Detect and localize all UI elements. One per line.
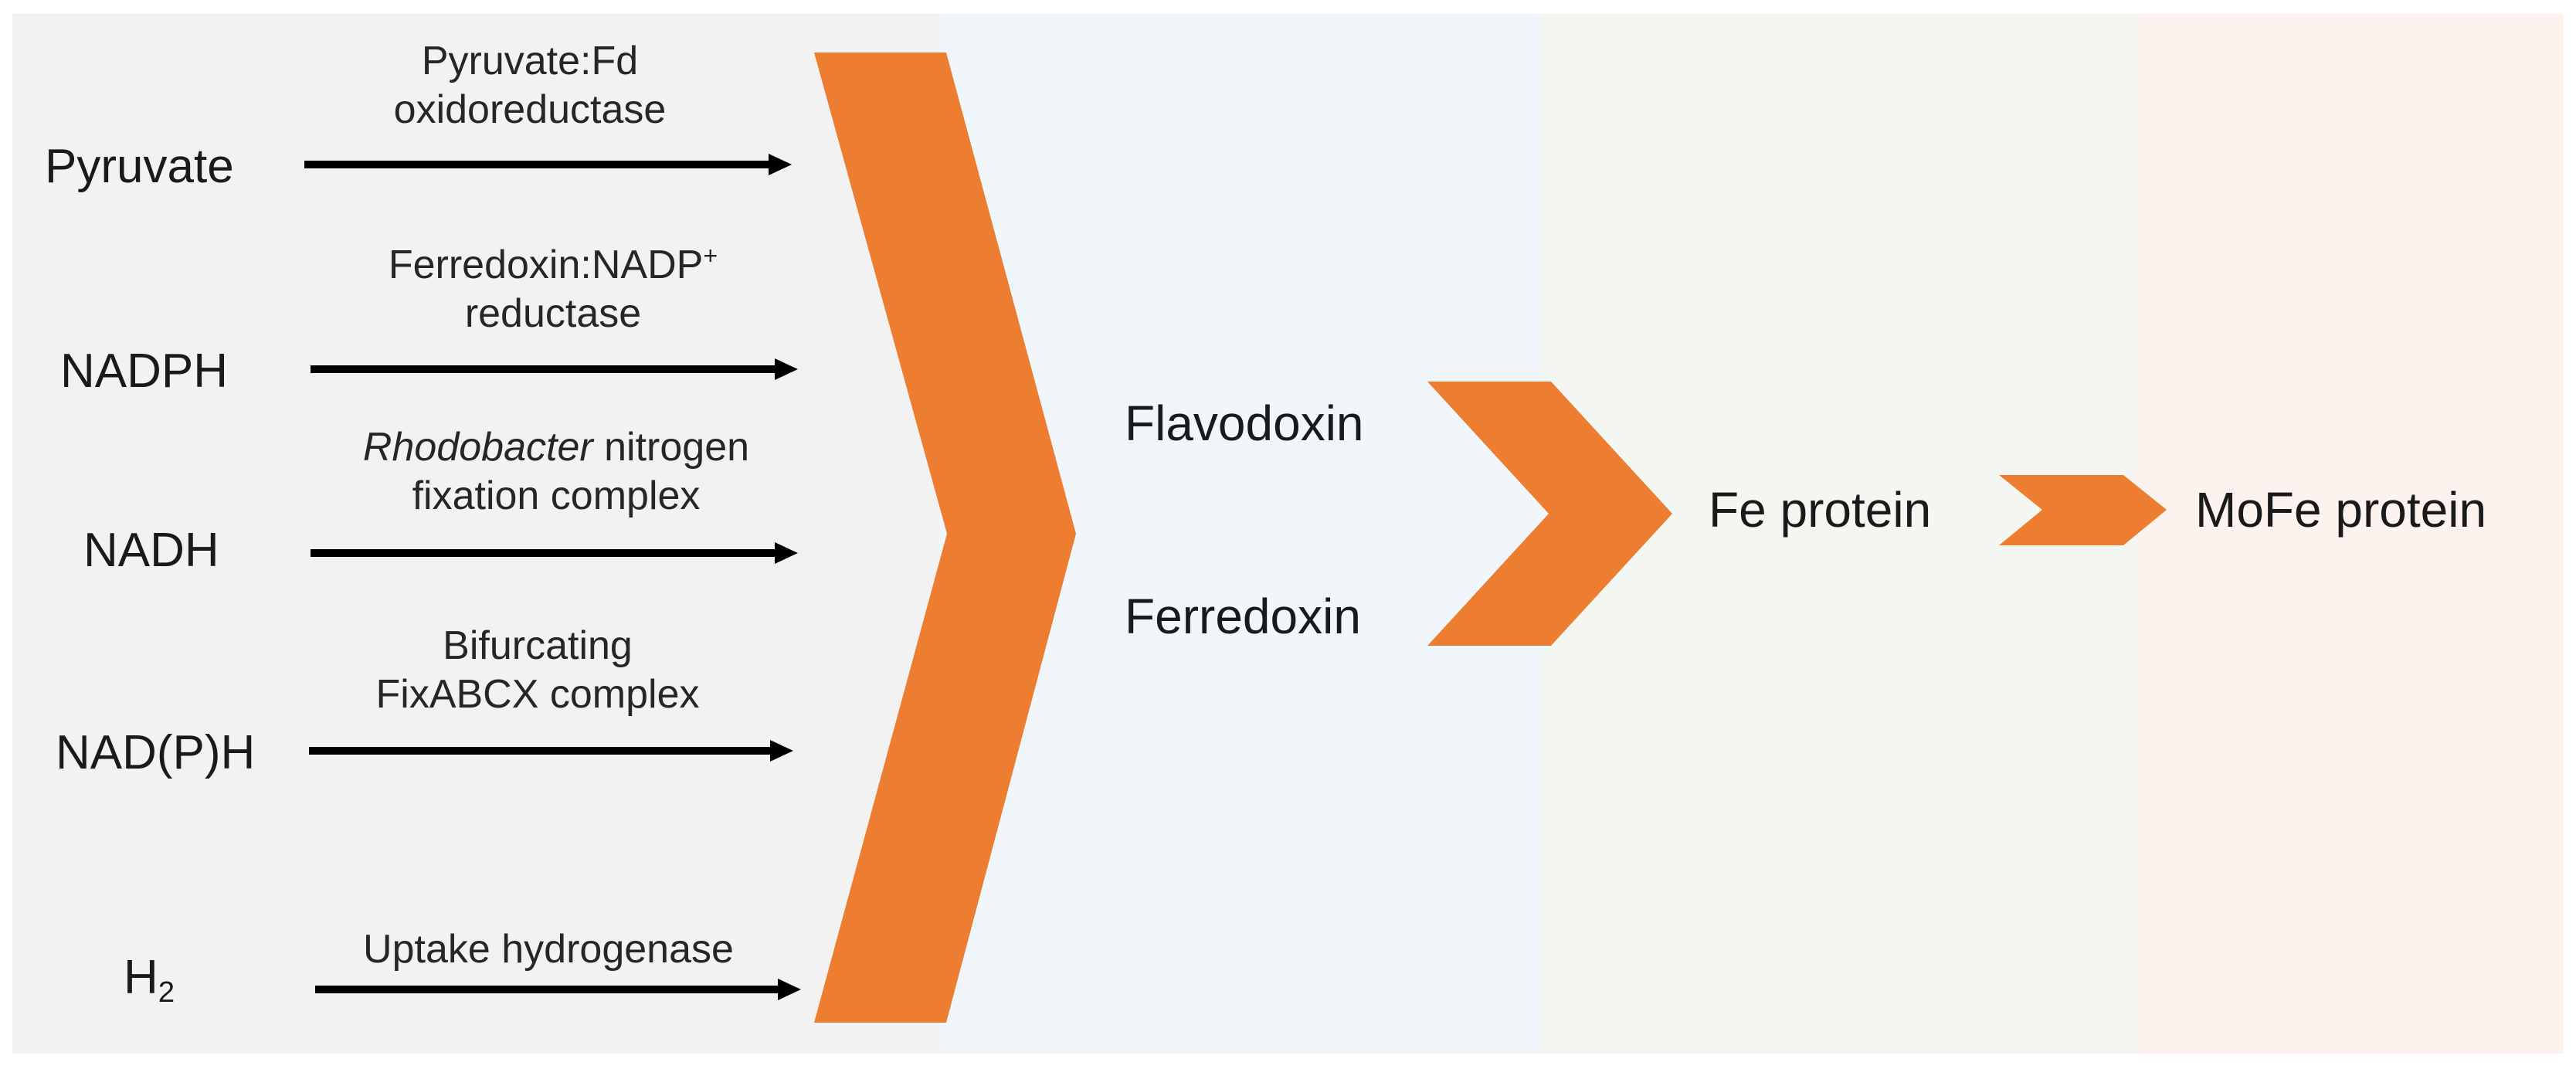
mofe-protein-label: MoFe protein (2195, 485, 2486, 534)
substrate-nadph: NADPH (60, 348, 228, 395)
substrate-h2-main: H (124, 951, 158, 1004)
substrate-nadph-combined-text: NAD(P)H (56, 726, 256, 779)
large-chevron (814, 53, 1076, 1023)
enzyme-fnr-superscript: + (703, 242, 718, 270)
substrate-nadh: NADH (83, 527, 219, 575)
medium-chevron (1427, 382, 1672, 646)
substrate-h2-subscript: 2 (158, 975, 175, 1009)
carrier-ferredoxin-text: Ferredoxin (1125, 589, 1361, 644)
fe-protein-text: Fe protein (1709, 482, 1932, 538)
nadh-arrowhead (775, 542, 798, 564)
substrate-pyruvate-text: Pyruvate (45, 140, 234, 193)
fe-protein-label: Fe protein (1709, 485, 1931, 534)
enzyme-fixabcx-complex: Bifurcating FixABCX complex (337, 622, 738, 720)
enzyme-fnr-line2: reductase (464, 291, 642, 337)
enzyme-rhodobacter-complex: Rhodobacter nitrogen fixation complex (309, 423, 803, 521)
enzyme-pyruvate-fd-oxidoreductase: Pyruvate:Fd oxidoreductase (375, 37, 684, 135)
enzyme-rhodobacter-line1: Rhodobacter nitrogen (309, 423, 803, 472)
nadph-arrowhead (775, 358, 798, 380)
substrate-panel (12, 14, 939, 1054)
enzyme-rhodobacter-italic: Rhodobacter (362, 425, 593, 470)
carrier-flavodoxin: Flavodoxin (1125, 399, 1364, 448)
substrate-pyruvate: Pyruvate (45, 143, 234, 191)
mofe-protein-text: MoFe protein (2195, 482, 2487, 538)
h2-arrowhead (778, 979, 801, 1000)
enzyme-uptake-hydrogenase-text: Uptake hydrogenase (363, 927, 734, 972)
enzyme-ferredoxin-nadp-reductase: Ferredoxin:NADP+ reductase (352, 241, 754, 339)
small-chevron (1999, 475, 2167, 545)
carrier-flavodoxin-text: Flavodoxin (1125, 395, 1364, 451)
enzyme-fixabcx-line2: FixABCX complex (375, 672, 700, 718)
carrier-ferredoxin: Ferredoxin (1125, 592, 1361, 641)
pyruvate-arrowhead (769, 154, 792, 175)
enzyme-fnr-line1-main: Ferredoxin:NADP (388, 243, 704, 287)
nadph-combined-arrowhead (770, 740, 793, 762)
enzyme-rhodobacter-line2: fixation complex (412, 473, 701, 519)
substrate-nadph-combined: NAD(P)H (56, 729, 255, 777)
substrate-h2: H2 (124, 951, 175, 1007)
enzyme-pyruvate-fd-line1: Pyruvate:Fd (421, 39, 639, 83)
enzyme-fnr-line1: Ferredoxin:NADP+ (352, 241, 754, 290)
reaction-arrows (304, 154, 801, 1000)
substrate-nadh-text: NADH (83, 524, 219, 577)
mofe-protein-panel (2136, 14, 2564, 1054)
substrate-nadph-text: NADPH (60, 344, 229, 398)
enzyme-pyruvate-fd-line2: oxidoreductase (393, 87, 667, 133)
enzyme-rhodobacter-line1-rest: nitrogen (592, 425, 750, 470)
enzyme-uptake-hydrogenase: Uptake hydrogenase (324, 925, 772, 974)
enzyme-fixabcx-line1: Bifurcating (443, 623, 633, 668)
